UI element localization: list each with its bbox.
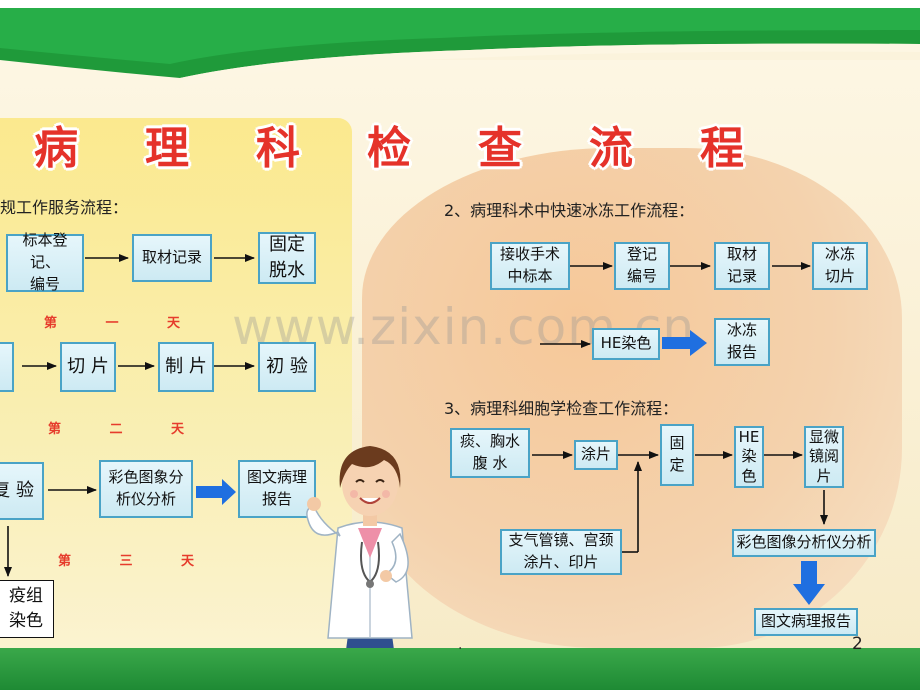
flow-box: 冰冻 切片 — [812, 242, 868, 290]
page-title: 病 理 科 检 查 流 程 — [0, 112, 920, 174]
day-label: 第 一 天 — [44, 316, 203, 331]
flow-box: 冰冻 报告 — [714, 318, 770, 366]
flow-box: 疫组 染色 — [0, 580, 54, 638]
flow-box: 固 定 — [660, 424, 694, 486]
flow-box: 切 片 — [60, 342, 116, 392]
flow-box: 显微 镜阅 片 — [804, 426, 844, 488]
top-green-banner — [0, 0, 920, 86]
doctor-illustration — [306, 446, 413, 689]
section3-heading: 3、病理科细胞学检查工作流程： — [444, 399, 679, 418]
section1-heading: 规工作服务流程： — [0, 198, 129, 217]
bottom-green-bar — [0, 648, 920, 690]
flow-box: 支气管镜、宫颈 涂片、印片 — [500, 529, 622, 575]
flow-box: 取材记录 — [132, 234, 212, 282]
title-char: 检 — [367, 123, 411, 174]
flow-box: 痰、胸水 腹 水 — [450, 428, 530, 478]
flow-box: 涂片 — [574, 440, 618, 470]
title-char: 病 — [34, 123, 78, 174]
footer-dot: . — [458, 637, 463, 653]
flow-box: 登记 编号 — [614, 242, 670, 290]
flow-box: 初 验 — [258, 342, 316, 392]
flow-box: 接收手术 中标本 — [490, 242, 570, 290]
flow-box: 固定 脱水 — [258, 232, 316, 284]
title-char: 流 — [589, 123, 633, 174]
title-char: 查 — [478, 123, 522, 174]
title-char: 程 — [700, 123, 744, 174]
flow-box: HE 染 色 — [734, 426, 764, 488]
page-number: 2 — [852, 634, 863, 654]
flow-box: 彩色图像分析仪分析 — [732, 529, 876, 557]
flow-box: HE染色 — [592, 328, 660, 360]
flow-box: 图文病理报告 — [754, 608, 858, 636]
flow-box: 彩色图象分 析仪分析 — [99, 460, 193, 518]
flow-box-cut — [0, 342, 14, 392]
flow-box: 标本登记、 编号 — [6, 231, 84, 293]
flow-box: 制 片 — [158, 342, 214, 392]
title-char: 理 — [145, 123, 189, 174]
flow-box: 图文病理 报告 — [238, 460, 316, 518]
section2-heading: 2、病理科术中快速冰冻工作流程： — [444, 201, 695, 220]
flow-box: 复 验 — [0, 462, 44, 520]
day-label: 第 二 天 — [48, 422, 207, 437]
title-char: 科 — [256, 123, 300, 174]
day-label: 第 三 天 — [58, 554, 217, 569]
flow-box: 取材 记录 — [714, 242, 770, 290]
